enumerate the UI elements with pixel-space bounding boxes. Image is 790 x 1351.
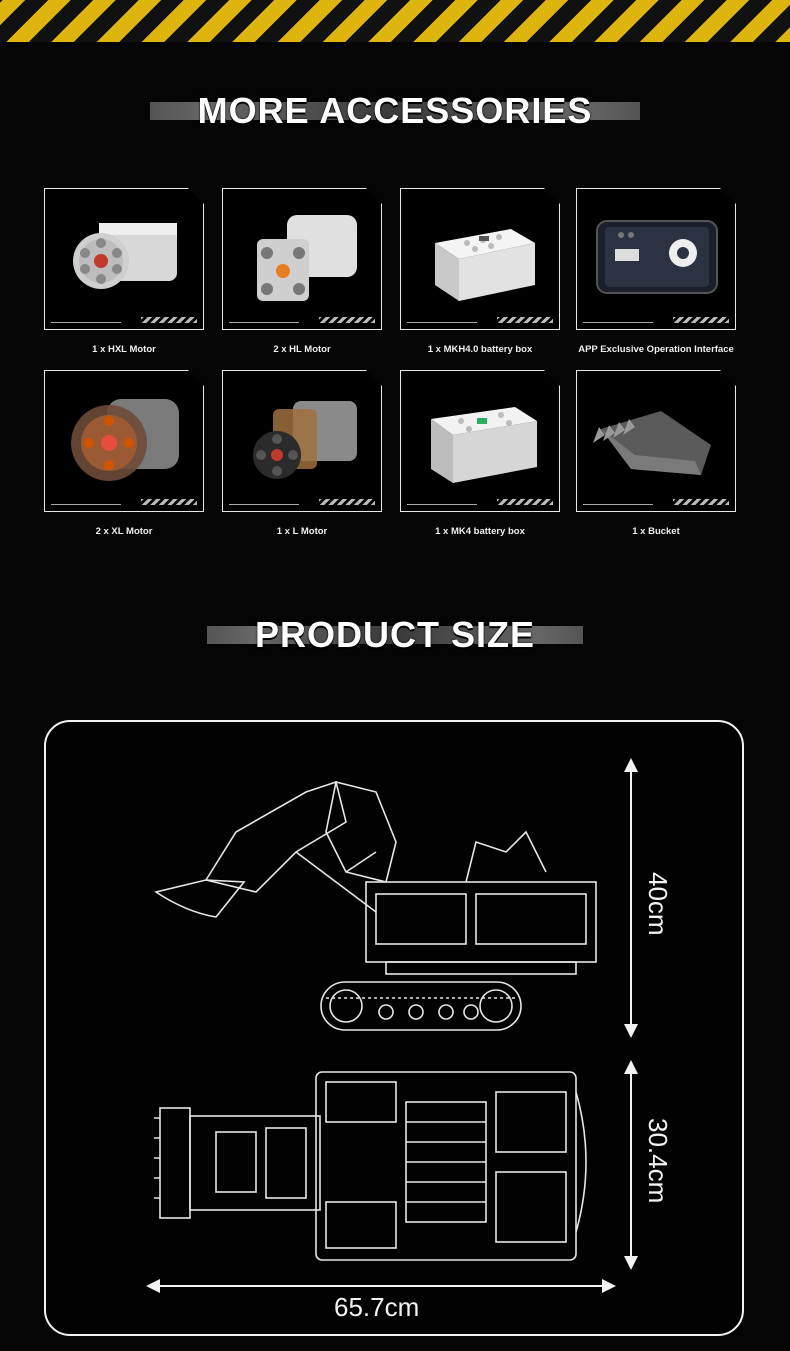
- accessory-label: APP Exclusive Operation Interface: [578, 344, 734, 355]
- accessory-card-l-motor: 1 x L Motor: [222, 370, 382, 537]
- accessories-heading-wrap: MORE ACCESSORIES: [0, 90, 790, 132]
- accessory-label: 2 x HL Motor: [273, 344, 331, 355]
- accessory-label: 1 x MK4 battery box: [435, 526, 525, 537]
- product-size-panel: 40cm 30.4cm 65.7cm: [44, 720, 744, 1336]
- accessory-card-mk4-battery: 1 x MK4 battery box: [400, 370, 560, 537]
- bucket-icon: [593, 411, 711, 475]
- accessory-frame: [400, 188, 560, 330]
- app-phone-icon: [596, 220, 718, 294]
- accessory-label: 2 x XL Motor: [95, 526, 153, 537]
- accessory-frame: [576, 188, 736, 330]
- width-arrow: [624, 1060, 638, 1270]
- height-dimension: 40cm: [643, 872, 673, 936]
- l-motor-icon: [253, 401, 357, 479]
- accessory-card-hxl-motor: 1 x HXL Motor: [44, 188, 204, 355]
- accessories-heading-bar: MORE ACCESSORIES: [150, 90, 641, 132]
- xl-motor-icon: [71, 399, 179, 481]
- size-heading: PRODUCT SIZE: [254, 614, 535, 655]
- length-arrow: [146, 1279, 616, 1293]
- accessory-label: 1 x MKH4.0 battery box: [427, 344, 533, 355]
- excavator-side-view: [154, 780, 597, 1031]
- accessory-frame: [400, 370, 560, 512]
- accessory-card-mkh4-battery: 1 x MKH4.0 battery box: [400, 188, 560, 355]
- mk4-battery-box-icon: [431, 407, 537, 483]
- accessory-label: 1 x Bucket: [632, 526, 680, 537]
- hl-motor-icon: [257, 215, 357, 301]
- accessory-frame: [222, 188, 382, 330]
- accessory-frame: [44, 370, 204, 512]
- length-dimension: 65.7cm: [334, 1292, 420, 1322]
- accessories-heading: MORE ACCESSORIES: [197, 90, 593, 131]
- accessory-card-bucket: 1 x Bucket: [576, 370, 736, 537]
- mkh4-battery-box-icon: [435, 229, 535, 301]
- excavator-top-view: [154, 1071, 587, 1261]
- hxl-motor-icon: [73, 223, 177, 289]
- accessory-frame: [576, 370, 736, 512]
- accessory-label: 1 x HXL Motor: [92, 344, 156, 355]
- accessory-card-xl-motor: 2 x XL Motor: [44, 370, 204, 537]
- accessory-label: 1 x L Motor: [276, 526, 328, 537]
- width-dimension: 30.4cm: [643, 1118, 673, 1204]
- accessory-card-hl-motor: 2 x HL Motor: [222, 188, 382, 355]
- size-heading-wrap: PRODUCT SIZE: [0, 614, 790, 656]
- accessory-frame: [44, 188, 204, 330]
- height-arrow: [624, 758, 638, 1038]
- accessory-card-app-interface: APP Exclusive Operation Interface: [576, 188, 736, 355]
- hazard-stripe-banner: [0, 0, 790, 50]
- accessory-frame: [222, 370, 382, 512]
- size-heading-bar: PRODUCT SIZE: [207, 614, 583, 656]
